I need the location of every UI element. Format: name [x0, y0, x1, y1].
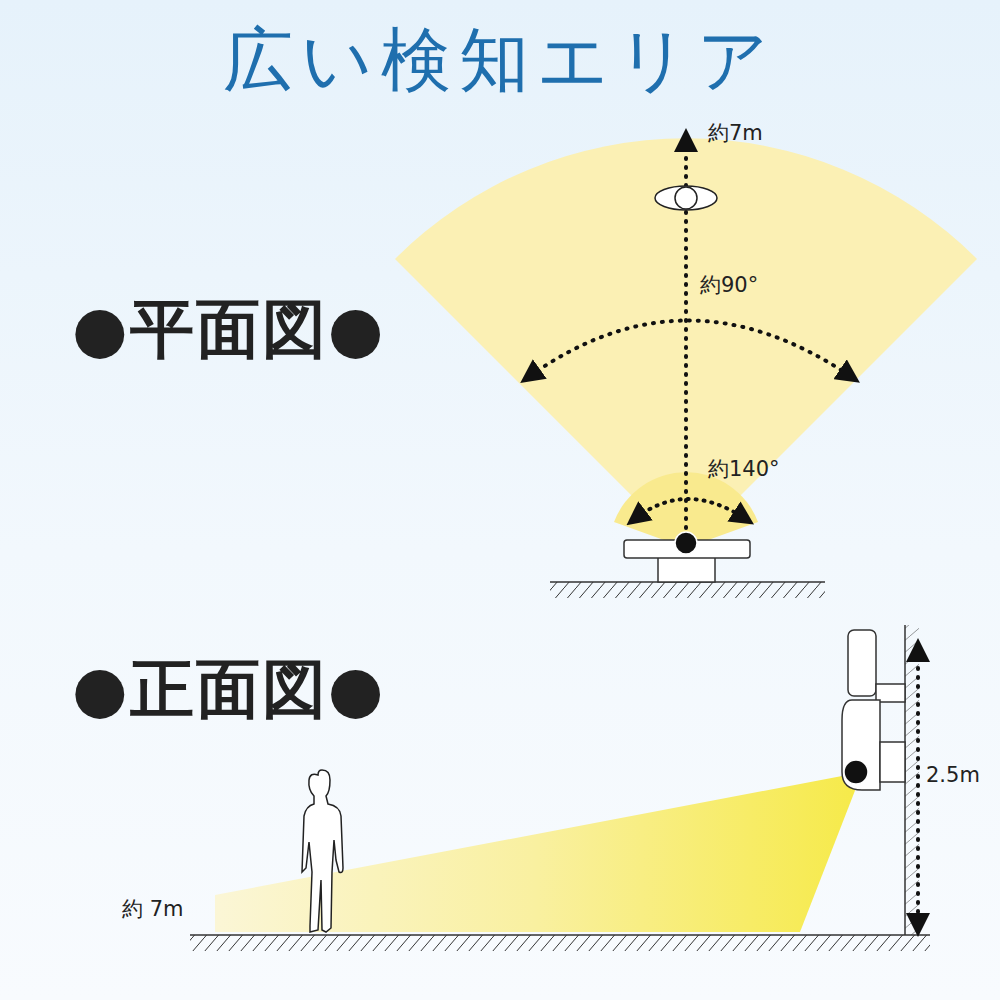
- sensor-dot: [675, 532, 697, 554]
- angle-label: 約140°: [708, 458, 780, 481]
- wall-hatching: [905, 625, 919, 935]
- wall-hatching: [550, 582, 825, 598]
- person-figure: [302, 770, 343, 932]
- angle-arc-140: [636, 499, 744, 518]
- angle-arc-90: [530, 321, 850, 377]
- person-top: [655, 186, 717, 210]
- sensor-mount: [880, 742, 905, 782]
- distance-label: 約 7m: [122, 898, 184, 921]
- ground-line: [190, 934, 930, 936]
- height-label: 2.5m: [926, 764, 980, 787]
- lamp-head: [848, 630, 876, 696]
- device-base: [658, 556, 715, 582]
- view-heading: ●平面図●: [72, 294, 386, 364]
- detection-fan: [395, 138, 977, 550]
- view-heading: ●正面図●: [72, 654, 386, 724]
- ground-hatching: [190, 935, 930, 951]
- distance-label: 約7m: [708, 122, 763, 145]
- title: 広い検知エリア: [0, 22, 1000, 99]
- angle-label: 約90°: [700, 274, 758, 297]
- sensor-body: [842, 700, 880, 790]
- sensor-dot: [844, 760, 868, 784]
- height-arrow: [916, 650, 920, 925]
- person-head: [675, 187, 697, 209]
